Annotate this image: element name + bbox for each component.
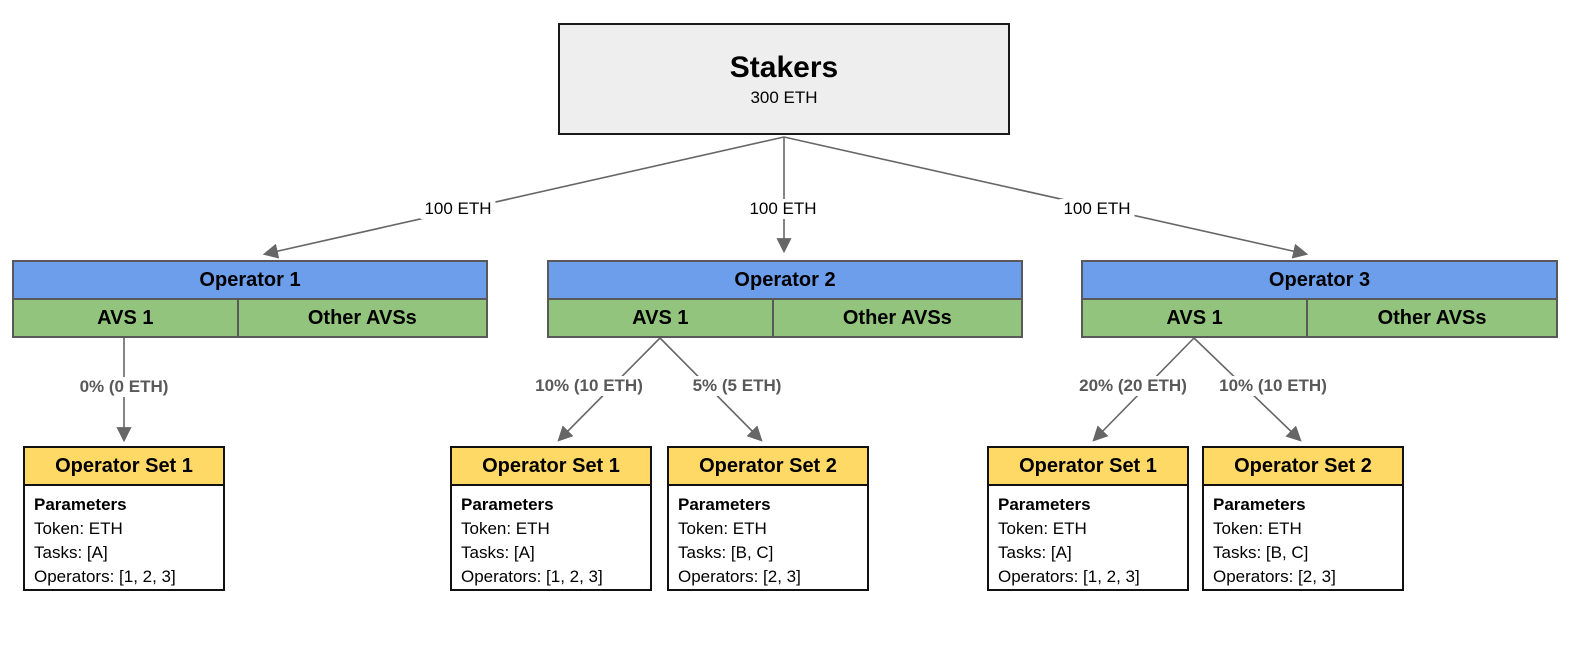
params-heading: Parameters bbox=[34, 495, 127, 514]
params-heading: Parameters bbox=[461, 495, 554, 514]
alloc-label-op1-set1: 0% (0 ETH) bbox=[75, 377, 173, 397]
operator1-box: Operator 1 AVS 1 Other AVSs bbox=[12, 260, 488, 338]
operator3-box: Operator 3 AVS 1 Other AVSs bbox=[1081, 260, 1558, 338]
op2-operator-set-2: Operator Set 2 Parameters Token: ETH Tas… bbox=[667, 446, 869, 591]
operator2-other-avs-cell: Other AVSs bbox=[773, 300, 1021, 336]
param-operators: Operators: [1, 2, 3] bbox=[34, 567, 176, 586]
op2-set1-title: Operator Set 1 bbox=[452, 448, 650, 486]
op2-set2-parameters: Parameters Token: ETH Tasks: [B, C] Oper… bbox=[669, 486, 867, 589]
op3-set1-title: Operator Set 1 bbox=[989, 448, 1187, 486]
op1-operator-set-1: Operator Set 1 Parameters Token: ETH Tas… bbox=[23, 446, 225, 591]
alloc-label-op2-set1: 10% (10 ETH) bbox=[531, 376, 647, 396]
param-token: Token: ETH bbox=[461, 519, 550, 538]
param-token: Token: ETH bbox=[998, 519, 1087, 538]
param-operators: Operators: [1, 2, 3] bbox=[461, 567, 603, 586]
stakers-title: Stakers bbox=[729, 50, 839, 84]
op3-set1-parameters: Parameters Token: ETH Tasks: [A] Operato… bbox=[989, 486, 1187, 589]
op2-set2-title: Operator Set 2 bbox=[669, 448, 867, 486]
op1-set1-title: Operator Set 1 bbox=[25, 448, 223, 486]
param-tasks: Tasks: [B, C] bbox=[678, 543, 774, 562]
param-token: Token: ETH bbox=[1213, 519, 1302, 538]
param-tasks: Tasks: [A] bbox=[461, 543, 535, 562]
edge-stakers-operator1 bbox=[262, 136, 785, 259]
operator1-title: Operator 1 bbox=[14, 262, 486, 300]
operator2-title: Operator 2 bbox=[549, 262, 1021, 300]
edge-stakers-operator3 bbox=[783, 136, 1309, 259]
param-operators: Operators: [2, 3] bbox=[678, 567, 801, 586]
op3-operator-set-2: Operator Set 2 Parameters Token: ETH Tas… bbox=[1202, 446, 1404, 591]
param-token: Token: ETH bbox=[678, 519, 767, 538]
op2-operator-set-1: Operator Set 1 Parameters Token: ETH Tas… bbox=[450, 446, 652, 591]
op3-operator-set-1: Operator Set 1 Parameters Token: ETH Tas… bbox=[987, 446, 1189, 591]
operator3-other-avs-cell: Other AVSs bbox=[1308, 300, 1556, 336]
param-token: Token: ETH bbox=[34, 519, 123, 538]
params-heading: Parameters bbox=[678, 495, 771, 514]
op2-set1-parameters: Parameters Token: ETH Tasks: [A] Operato… bbox=[452, 486, 650, 589]
operator2-box: Operator 2 AVS 1 Other AVSs bbox=[547, 260, 1023, 338]
stake-label-operator2: 100 ETH bbox=[745, 199, 821, 219]
alloc-label-op2-set2: 5% (5 ETH) bbox=[688, 376, 786, 396]
alloc-label-op3-set2: 10% (10 ETH) bbox=[1215, 376, 1331, 396]
stake-label-operator3: 100 ETH bbox=[1059, 199, 1135, 219]
op1-set1-parameters: Parameters Token: ETH Tasks: [A] Operato… bbox=[25, 486, 223, 589]
alloc-label-op3-set1: 20% (20 ETH) bbox=[1075, 376, 1191, 396]
op3-set2-parameters: Parameters Token: ETH Tasks: [B, C] Oper… bbox=[1204, 486, 1402, 589]
operator3-title: Operator 3 bbox=[1083, 262, 1556, 300]
params-heading: Parameters bbox=[1213, 495, 1306, 514]
stakers-box: Stakers 300 ETH bbox=[558, 23, 1010, 135]
operator2-avs1-cell: AVS 1 bbox=[549, 300, 774, 336]
operator1-other-avs-cell: Other AVSs bbox=[238, 300, 486, 336]
param-tasks: Tasks: [A] bbox=[34, 543, 108, 562]
param-operators: Operators: [1, 2, 3] bbox=[998, 567, 1140, 586]
op3-set2-title: Operator Set 2 bbox=[1204, 448, 1402, 486]
param-tasks: Tasks: [B, C] bbox=[1213, 543, 1309, 562]
param-operators: Operators: [2, 3] bbox=[1213, 567, 1336, 586]
stake-label-operator1: 100 ETH bbox=[420, 199, 496, 219]
stakers-amount: 300 ETH bbox=[750, 87, 818, 107]
operator3-avs1-cell: AVS 1 bbox=[1083, 300, 1309, 336]
operator1-avs1-cell: AVS 1 bbox=[14, 300, 239, 336]
params-heading: Parameters bbox=[998, 495, 1091, 514]
param-tasks: Tasks: [A] bbox=[998, 543, 1072, 562]
